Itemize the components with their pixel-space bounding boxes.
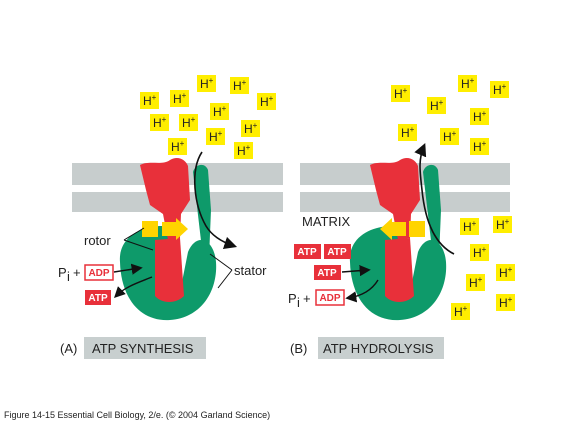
protons-b-bottom: H+ H+ H+ H+ H+ H+ H+ bbox=[451, 216, 515, 320]
atp-box-b2 bbox=[324, 244, 351, 259]
pi-plus-b: + bbox=[303, 291, 311, 306]
svg-text:H+: H+ bbox=[171, 139, 185, 154]
matrix-label-b: MATRIX bbox=[302, 214, 350, 229]
panel-a-title: ATP SYNTHESIS bbox=[92, 341, 194, 356]
svg-text:H+: H+ bbox=[463, 219, 477, 234]
proton-chip: H+ bbox=[391, 85, 410, 102]
rotor-leader-lines-a bbox=[123, 227, 154, 251]
svg-text:H+: H+ bbox=[233, 78, 247, 93]
proton-chip: H+ bbox=[496, 264, 515, 281]
panel-a-letter: (A) bbox=[60, 341, 77, 356]
rotor-b bbox=[370, 157, 420, 302]
svg-text:H+: H+ bbox=[454, 304, 468, 319]
adp-out-arrow-b bbox=[345, 279, 379, 303]
atp-box-a bbox=[85, 290, 111, 305]
svg-text:H+: H+ bbox=[260, 94, 274, 109]
adp-in-arrow-a bbox=[113, 263, 143, 275]
proton-flow-arrow-a bbox=[193, 151, 238, 250]
rotor-label-a: rotor bbox=[84, 233, 111, 248]
rotation-arrow-b bbox=[380, 218, 425, 240]
atp-box-b3 bbox=[314, 265, 341, 280]
stator-label-a: stator bbox=[234, 263, 267, 278]
atp-label-b3: ATP bbox=[317, 268, 337, 279]
atp-label-a: ATP bbox=[88, 293, 108, 304]
proton-chip: H+ bbox=[140, 92, 159, 109]
pi-label-b: P bbox=[288, 291, 297, 306]
adp-label-a: ADP bbox=[88, 268, 109, 279]
panel-b-title: ATP HYDROLYSIS bbox=[323, 341, 434, 356]
panel-b-title-bar bbox=[318, 337, 444, 359]
proton-chip: H+ bbox=[150, 114, 169, 131]
atp-label-b1: ATP bbox=[297, 247, 317, 258]
proton-chip: H+ bbox=[460, 218, 479, 235]
svg-text:H+: H+ bbox=[473, 245, 487, 260]
figure-caption: Figure 14-15 Essential Cell Biology, 2/e… bbox=[4, 410, 270, 420]
svg-text:H+: H+ bbox=[237, 143, 251, 158]
proton-chip: H+ bbox=[234, 142, 253, 159]
proton-chip: H+ bbox=[257, 93, 276, 110]
proton-flow-arrow-b bbox=[414, 143, 455, 255]
proton-chip: H+ bbox=[451, 303, 470, 320]
svg-text:H+: H+ bbox=[213, 104, 227, 119]
svg-text:H+: H+ bbox=[182, 115, 196, 130]
adp-box-a bbox=[84, 264, 114, 281]
atp-label-b2: ATP bbox=[327, 247, 347, 258]
proton-chip: H+ bbox=[496, 294, 515, 311]
svg-text:H+: H+ bbox=[461, 76, 475, 91]
proton-chip: H+ bbox=[197, 75, 216, 92]
svg-text:H+: H+ bbox=[209, 129, 223, 144]
svg-text:H+: H+ bbox=[473, 109, 487, 124]
svg-text:H+: H+ bbox=[401, 125, 415, 140]
svg-text:H+: H+ bbox=[153, 115, 167, 130]
svg-text:H+: H+ bbox=[493, 82, 507, 97]
pi-subscript-a: i bbox=[67, 269, 70, 284]
adp-label-b: ADP bbox=[319, 293, 340, 304]
proton-chip: H+ bbox=[206, 128, 225, 145]
svg-text:H+: H+ bbox=[143, 93, 157, 108]
proton-chip: H+ bbox=[490, 81, 509, 98]
atp-in-arrow-b bbox=[341, 265, 371, 277]
pi-label-a: P bbox=[58, 265, 67, 280]
protons-b-top: H+ H+ H+ H+ H+ H+ H+ H+ bbox=[391, 75, 509, 155]
svg-text:H+: H+ bbox=[173, 91, 187, 106]
proton-chip: H+ bbox=[440, 128, 459, 145]
panel-b-letter: (B) bbox=[290, 341, 307, 356]
rotation-arrow-a bbox=[142, 218, 188, 240]
atp-box-b1 bbox=[294, 244, 321, 259]
proton-chip: H+ bbox=[458, 75, 477, 92]
panel-b: MATRIX ATP ATP ATP P i + ADP (B) ATP HYD… bbox=[288, 75, 515, 359]
svg-text:H+: H+ bbox=[469, 275, 483, 290]
proton-chip: H+ bbox=[493, 216, 512, 233]
panel-a-title-bar bbox=[84, 337, 206, 359]
stator-leader-lines-a bbox=[209, 253, 233, 289]
svg-text:H+: H+ bbox=[499, 265, 513, 280]
svg-text:H+: H+ bbox=[394, 86, 408, 101]
pi-plus-a: + bbox=[73, 265, 81, 280]
adp-box-b bbox=[315, 289, 345, 306]
svg-text:H+: H+ bbox=[200, 76, 214, 91]
svg-text:H+: H+ bbox=[499, 295, 513, 310]
proton-chip: H+ bbox=[398, 124, 417, 141]
atp-out-arrow-a bbox=[114, 276, 153, 298]
proton-chip: H+ bbox=[470, 244, 489, 261]
panel-a: rotor stator P i + ADP ATP (A) ATP SYNTH… bbox=[58, 75, 283, 359]
proton-chip: H+ bbox=[241, 120, 260, 137]
proton-chip: H+ bbox=[466, 274, 485, 291]
proton-chip: H+ bbox=[230, 77, 249, 94]
protons-a: H+ H+ H+ H+ H+ H+ H+ H+ H+ H+ H+ H+ bbox=[140, 75, 276, 159]
proton-chip: H+ bbox=[168, 138, 187, 155]
svg-text:H+: H+ bbox=[496, 217, 510, 232]
svg-text:H+: H+ bbox=[430, 98, 444, 113]
proton-chip: H+ bbox=[470, 108, 489, 125]
proton-chip: H+ bbox=[179, 114, 198, 131]
svg-text:H+: H+ bbox=[473, 139, 487, 154]
proton-chip: H+ bbox=[170, 90, 189, 107]
proton-chip: H+ bbox=[427, 97, 446, 114]
proton-chip: H+ bbox=[470, 138, 489, 155]
svg-text:H+: H+ bbox=[443, 129, 457, 144]
svg-text:H+: H+ bbox=[244, 121, 258, 136]
pi-subscript-b: i bbox=[297, 295, 300, 310]
proton-chip: H+ bbox=[210, 103, 229, 120]
